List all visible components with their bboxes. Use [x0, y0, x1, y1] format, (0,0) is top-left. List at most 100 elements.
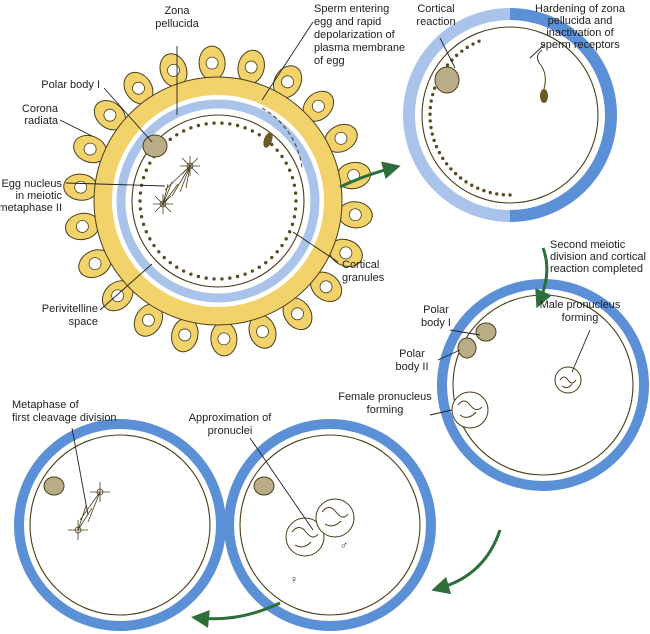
cortical-granule [243, 126, 247, 130]
egg-stage-cortical-reaction [403, 8, 617, 222]
corona-cell-nucleus [339, 246, 353, 260]
corona-cell-nucleus [291, 307, 304, 321]
cortical-granule [432, 138, 436, 143]
corona-cell-nucleus [103, 108, 117, 122]
cortical-granule [148, 161, 152, 165]
cortical-granule [204, 122, 208, 126]
cortical-granule [264, 260, 268, 265]
cortical-granule [144, 168, 149, 172]
cortical-granule [157, 250, 161, 254]
cortical-granule [430, 132, 434, 136]
cortical-granule [293, 207, 298, 211]
cortical-granule [475, 186, 480, 190]
egg-stage-pronuclei-forming [437, 279, 649, 491]
corona-cell-nucleus [244, 60, 258, 74]
cortical-granule [471, 42, 475, 46]
corona-radiata-cells [63, 45, 373, 357]
cortical-granule [181, 269, 186, 273]
cortical-granule [152, 243, 156, 248]
cortical-granule [270, 255, 274, 260]
cortical-granule [250, 269, 255, 273]
cortical-granule [432, 86, 437, 90]
corona-cell-nucleus [74, 180, 88, 194]
cortical-granule [168, 260, 172, 265]
cortical-granule [270, 142, 274, 147]
cortical-granule [212, 277, 216, 281]
cortical-granule [495, 192, 499, 196]
cortical-granule [429, 99, 433, 103]
cortical-granule [429, 125, 433, 130]
cortical-granule [454, 53, 459, 58]
cortical-granule [235, 274, 240, 279]
cortical-granule [464, 180, 468, 184]
cortical-granule [293, 191, 298, 195]
corona-cell-nucleus [334, 131, 348, 145]
cortical-granule [181, 129, 186, 133]
cortical-granule [189, 126, 193, 130]
cortical-granule [437, 150, 442, 155]
cortical-granule [141, 222, 146, 227]
corona-cell-nucleus [75, 220, 89, 233]
cortical-granule [141, 175, 146, 180]
cortical-granule [284, 237, 288, 241]
egg-stage-sperm-entry [63, 45, 373, 357]
polar-body-1 [142, 134, 168, 158]
cortical-granule [175, 133, 179, 137]
polar-body-2 [457, 337, 477, 359]
cortical-granule [284, 161, 288, 165]
cortical-granule [228, 276, 232, 280]
label-polar-body-1: Polar body I [41, 79, 100, 91]
egg-stage-approximation [224, 419, 436, 631]
cortical-granule [428, 112, 432, 116]
cortical-granule [162, 255, 166, 260]
sperm-tail [536, 49, 546, 90]
cortical-granule [168, 137, 172, 142]
corona-cell-nucleus [132, 81, 145, 95]
cortical-granule [148, 237, 152, 241]
cortical-granule [445, 63, 450, 67]
zona-hardened [509, 8, 617, 222]
cortical-granule [292, 215, 297, 219]
zona-unhardened [403, 8, 511, 222]
male-pronucleus [315, 498, 355, 538]
zona-pellucida [116, 99, 320, 303]
cortical-granule [275, 250, 279, 254]
plasma-membrane [131, 114, 305, 288]
female-pronucleus [451, 391, 489, 429]
cortical-granule [290, 175, 295, 180]
corona-cell-nucleus [111, 289, 125, 303]
corona-cell-nucleus [348, 208, 362, 222]
cortical-granule [257, 133, 261, 137]
plasma-membrane [421, 26, 599, 204]
cortical-granule [220, 277, 224, 281]
corona-cell-nucleus [83, 142, 97, 156]
sperm-head [540, 89, 548, 103]
cortical-granule [428, 105, 433, 110]
sperm-head [263, 132, 273, 148]
cortical-granule [428, 119, 432, 123]
leader-lines [59, 21, 591, 531]
cortical-granule [470, 183, 474, 187]
cortical-granule [449, 167, 453, 171]
cortical-granule [228, 122, 232, 126]
cortical-granule [508, 193, 512, 197]
cortical-granule [465, 45, 469, 50]
arrow-stage3-to-4 [431, 529, 502, 595]
cortical-granule [243, 272, 247, 276]
cortical-granule [294, 199, 298, 203]
cortical-granule [189, 272, 193, 276]
arrow-stage1-to-2 [339, 161, 401, 189]
arrow-stage2-to-3 [535, 247, 552, 309]
corona-cell-nucleus [281, 75, 294, 89]
